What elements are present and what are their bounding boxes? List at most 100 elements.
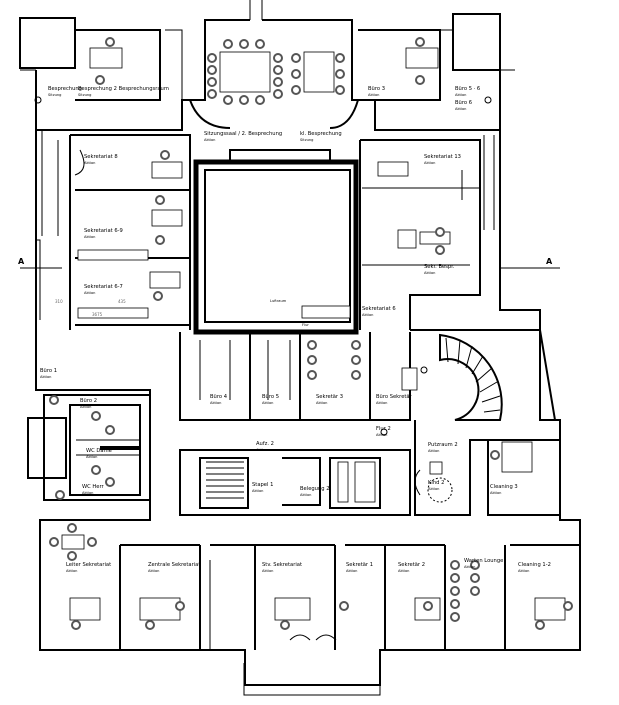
svg-text:kl. Besprechung: kl. Besprechung	[300, 131, 342, 137]
svg-text:Aktion: Aktion	[84, 291, 95, 295]
svg-text:Besprechung: Besprechung	[48, 86, 82, 92]
svg-text:Aktion: Aktion	[40, 375, 51, 379]
svg-text:Aktion: Aktion	[376, 433, 387, 437]
svg-text:Sekretariat 8: Sekretariat 8	[84, 154, 118, 160]
svg-text:Büro Sekretär: Büro Sekretär	[376, 394, 413, 400]
svg-text:Sitzung: Sitzung	[78, 93, 91, 97]
svg-text:Aktion: Aktion	[256, 448, 267, 452]
svg-text:Aktion: Aktion	[424, 271, 435, 275]
svg-text:Büro 4: Büro 4	[210, 394, 228, 400]
svg-text:Aktion: Aktion	[424, 161, 435, 165]
svg-text:Aktion: Aktion	[210, 401, 221, 405]
svg-text:Aktion: Aktion	[300, 493, 311, 497]
svg-text:Büro 5 · 6: Büro 5 · 6	[455, 86, 480, 92]
svg-text:Aktion: Aktion	[376, 401, 387, 405]
dimension-label: 3675	[92, 312, 103, 317]
stair-core	[179, 449, 411, 516]
svg-text:Sekretär 3: Sekretär 3	[316, 394, 343, 400]
svg-text:Stv. Sekretariat: Stv. Sekretariat	[262, 562, 302, 568]
svg-text:Sitzung: Sitzung	[300, 138, 313, 142]
room-label: Sekr. Bespr.Aktion	[424, 264, 455, 275]
svg-text:Aktion: Aktion	[86, 455, 97, 459]
svg-text:Leiter Sekretariat: Leiter Sekretariat	[66, 562, 111, 568]
svg-text:Aktion: Aktion	[204, 138, 215, 142]
svg-text:Sekretär 1: Sekretär 1	[346, 562, 373, 568]
svg-text:Büro 6: Büro 6	[455, 100, 472, 106]
svg-text:Sekretariat 6-7: Sekretariat 6-7	[84, 284, 123, 290]
svg-text:Aktion: Aktion	[428, 487, 439, 491]
svg-text:Putzraum 2: Putzraum 2	[428, 442, 458, 448]
spiral-stair	[410, 329, 556, 421]
svg-text:Aktion: Aktion	[148, 569, 159, 573]
svg-text:Büro 2: Büro 2	[80, 398, 97, 404]
svg-text:Sekretariat 13: Sekretariat 13	[424, 154, 461, 160]
svg-text:Aktion: Aktion	[84, 235, 95, 239]
svg-text:Aktion: Aktion	[346, 569, 357, 573]
dimension-label: 310	[55, 299, 63, 304]
svg-text:Aktion: Aktion	[428, 449, 439, 453]
svg-text:Sekr. Bespr.: Sekr. Bespr.	[424, 264, 455, 270]
section-mark-right: A	[546, 257, 553, 266]
bottom-rooms	[39, 519, 580, 650]
svg-text:Zentrale Sekretariat: Zentrale Sekretariat	[148, 562, 200, 568]
mid-rooms	[179, 332, 428, 421]
svg-text:Aktion: Aktion	[455, 93, 466, 97]
svg-text:Stapel 1: Stapel 1	[252, 482, 273, 488]
svg-text:Aktion: Aktion	[398, 569, 409, 573]
svg-text:Cleaning 1-2: Cleaning 1-2	[518, 562, 551, 568]
svg-text:Aktion: Aktion	[80, 405, 91, 409]
section-marks: A A	[18, 257, 560, 269]
svg-text:Aktion: Aktion	[362, 313, 373, 317]
svg-text:Büro 5: Büro 5	[262, 394, 279, 400]
svg-text:Aktion: Aktion	[252, 489, 263, 493]
svg-text:Sitzungssaal / 2. Besprechung: Sitzungssaal / 2. Besprechung	[204, 131, 282, 137]
left-wing	[36, 130, 191, 330]
conference-chairs	[95, 37, 425, 105]
svg-text:Sitzung: Sitzung	[48, 93, 61, 97]
svg-text:Büro 1: Büro 1	[40, 368, 57, 374]
svg-text:Aktion: Aktion	[368, 93, 379, 97]
north-symbols	[34, 96, 492, 436]
svg-text:Aktion: Aktion	[464, 565, 475, 569]
svg-text:Belegung 2: Belegung 2	[300, 486, 330, 492]
right-wing	[359, 135, 495, 330]
svg-text:Aktion: Aktion	[82, 491, 93, 495]
svg-text:Aktion: Aktion	[518, 569, 529, 573]
corridor-note: Flur	[302, 323, 309, 327]
svg-text:Sekretär 2: Sekretär 2	[398, 562, 425, 568]
wc-core	[27, 394, 151, 501]
central-atrium	[193, 149, 359, 335]
svg-text:Aktion: Aktion	[66, 569, 77, 573]
top-rooms	[75, 29, 453, 129]
svg-text:Aufz. 2: Aufz. 2	[256, 441, 274, 447]
